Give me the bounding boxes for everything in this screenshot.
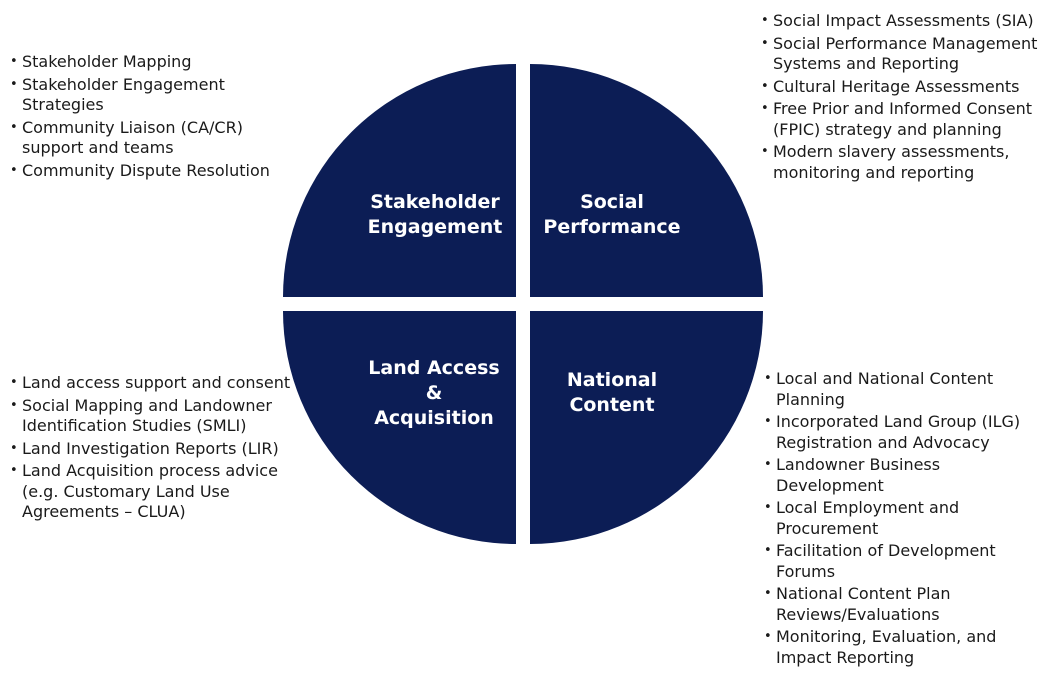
label-stakeholder-engagement: Stakeholder Engagement: [367, 191, 503, 238]
label-national-content: National Content: [566, 369, 658, 416]
list-item: Monitoring, Evaluation, and Impact Repor…: [764, 627, 1046, 668]
list-item: Free Prior and Informed Consent (FPIC) s…: [761, 99, 1046, 140]
quadrant-social-performance[interactable]: [530, 64, 763, 297]
list-item: Local Employment and Procurement: [764, 498, 1046, 539]
list-item: Social Mapping and Landowner Identificat…: [10, 396, 295, 437]
land-access-list: Land access support and consent Social M…: [10, 373, 295, 525]
list-item: Land Investigation Reports (LIR): [10, 439, 295, 460]
quadrant-stakeholder-engagement[interactable]: [283, 64, 516, 297]
list-item: Community Dispute Resolution: [10, 161, 295, 182]
list-item: Cultural Heritage Assessments: [761, 77, 1046, 98]
list-item: Incorporated Land Group (ILG) Registrati…: [764, 412, 1046, 453]
quadrant-land-access[interactable]: [283, 311, 516, 544]
national-content-list: Local and National Content Planning Inco…: [764, 369, 1046, 670]
label-social-performance: Social Performance: [543, 191, 681, 238]
label-land-access: Land Access & Acquisition: [368, 357, 500, 429]
list-item: Land Acquisition process advice (e.g. Cu…: [10, 461, 295, 523]
list-item: Community Liaison (CA/CR) support and te…: [10, 118, 295, 159]
stakeholder-engagement-list: Stakeholder Mapping Stakeholder Engageme…: [10, 52, 295, 183]
list-item: Social Performance Management Systems an…: [761, 34, 1046, 75]
list-item: National Content Plan Reviews/Evaluation…: [764, 584, 1046, 625]
list-item: Facilitation of Development Forums: [764, 541, 1046, 582]
list-item: Modern slavery assessments, monitoring a…: [761, 142, 1046, 183]
quadrant-national-content[interactable]: [530, 311, 763, 544]
list-item: Stakeholder Engagement Strategies: [10, 75, 295, 116]
social-performance-list: Social Impact Assessments (SIA) Social P…: [761, 11, 1046, 185]
list-item: Local and National Content Planning: [764, 369, 1046, 410]
list-item: Land access support and consent: [10, 373, 295, 394]
list-item: Stakeholder Mapping: [10, 52, 295, 73]
list-item: Landowner Business Development: [764, 455, 1046, 496]
list-item: Social Impact Assessments (SIA): [761, 11, 1046, 32]
